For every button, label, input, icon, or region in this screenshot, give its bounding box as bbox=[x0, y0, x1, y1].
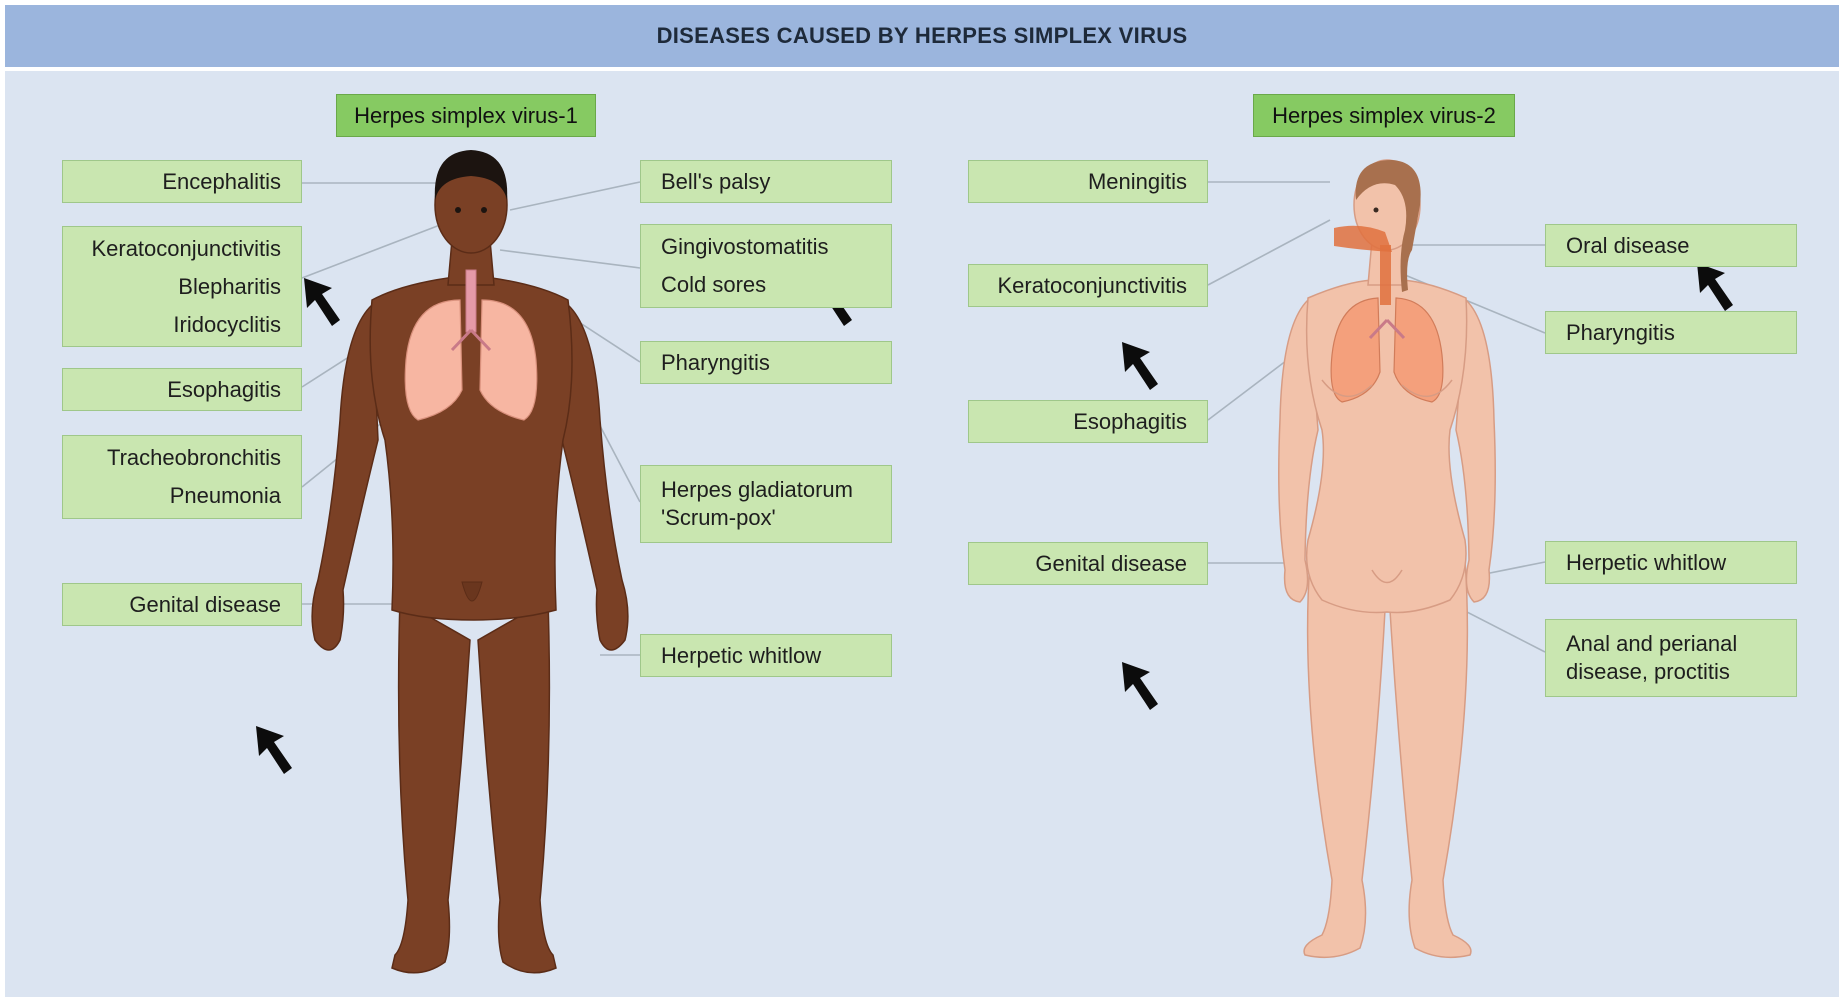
label-text: Genital disease bbox=[129, 586, 281, 624]
label-esophagitis: Esophagitis bbox=[968, 400, 1208, 443]
female-figure bbox=[1279, 160, 1495, 957]
label-text: Herpes gladiatorum bbox=[661, 476, 853, 504]
label-text: Esophagitis bbox=[1073, 403, 1187, 441]
label-text: Keratoconjunctivitis bbox=[997, 267, 1187, 305]
cursor-arrow-icon bbox=[1122, 342, 1158, 390]
label-text: Cold sores bbox=[661, 266, 766, 304]
label-text: Meningitis bbox=[1088, 163, 1187, 201]
label-text: Bell's palsy bbox=[661, 163, 770, 201]
label-bells-palsy: Bell's palsy bbox=[640, 160, 892, 203]
label-eye-diseases: Keratoconjunctivitis Blepharitis Iridocy… bbox=[62, 226, 302, 347]
label-text: Herpetic whitlow bbox=[661, 637, 821, 675]
label-text: 'Scrum-pox' bbox=[661, 504, 776, 532]
cursor-arrow-icon bbox=[1697, 263, 1733, 311]
male-figure bbox=[312, 150, 628, 973]
label-meningitis: Meningitis bbox=[968, 160, 1208, 203]
label-respiratory: Tracheobronchitis Pneumonia bbox=[62, 435, 302, 519]
label-text: Pharyngitis bbox=[661, 344, 770, 382]
label-keratoconjunctivitis: Keratoconjunctivitis bbox=[968, 264, 1208, 307]
label-genital-disease: Genital disease bbox=[62, 583, 302, 626]
label-herpetic-whitlow: Herpetic whitlow bbox=[1545, 541, 1797, 584]
cursor-arrow-icon bbox=[256, 726, 292, 774]
label-text: Iridocyclitis bbox=[173, 306, 281, 344]
label-text: Pneumonia bbox=[170, 477, 281, 515]
hsv1-header: Herpes simplex virus-1 bbox=[336, 94, 596, 137]
label-text: Anal and perianal bbox=[1566, 630, 1737, 658]
label-text: Esophagitis bbox=[167, 371, 281, 409]
label-encephalitis: Encephalitis bbox=[62, 160, 302, 203]
label-pharyngitis: Pharyngitis bbox=[1545, 311, 1797, 354]
label-genital-disease: Genital disease bbox=[968, 542, 1208, 585]
hsv2-header: Herpes simplex virus-2 bbox=[1253, 94, 1515, 137]
label-text: Pharyngitis bbox=[1566, 314, 1675, 352]
label-oral-disease: Oral disease bbox=[1545, 224, 1797, 267]
label-pharyngitis: Pharyngitis bbox=[640, 341, 892, 384]
label-text: Gingivostomatitis bbox=[661, 228, 829, 266]
cursor-arrow-icon bbox=[1122, 662, 1158, 710]
label-oral-diseases: Gingivostomatitis Cold sores bbox=[640, 224, 892, 308]
label-text: Keratoconjunctivitis bbox=[91, 230, 281, 268]
label-esophagitis: Esophagitis bbox=[62, 368, 302, 411]
label-text: Encephalitis bbox=[162, 163, 281, 201]
label-text: Oral disease bbox=[1566, 227, 1690, 265]
label-text: Tracheobronchitis bbox=[107, 439, 281, 477]
label-herpetic-whitlow: Herpetic whitlow bbox=[640, 634, 892, 677]
label-text: Blepharitis bbox=[178, 268, 281, 306]
label-text: disease, proctitis bbox=[1566, 658, 1730, 686]
label-text: Genital disease bbox=[1035, 545, 1187, 583]
label-anal-perianal-disease: Anal and perianal disease, proctitis bbox=[1545, 619, 1797, 697]
label-text: Herpetic whitlow bbox=[1566, 544, 1726, 582]
label-herpes-gladiatorum: Herpes gladiatorum 'Scrum-pox' bbox=[640, 465, 892, 543]
cursor-arrow-icon bbox=[304, 278, 340, 326]
